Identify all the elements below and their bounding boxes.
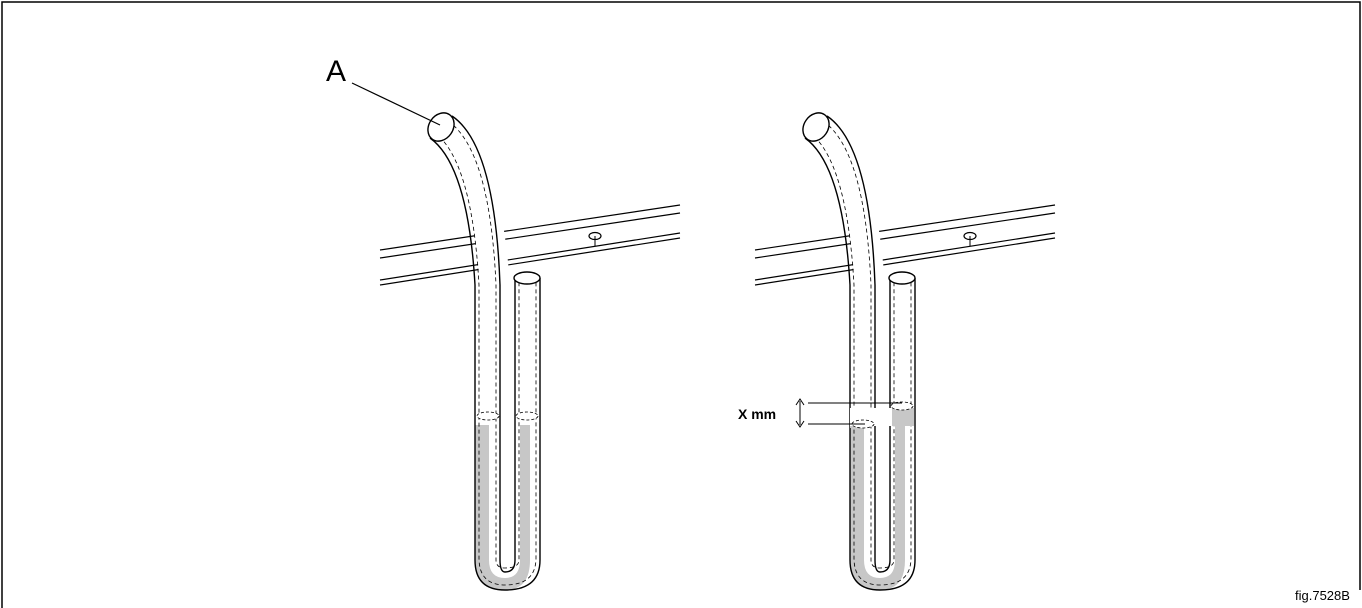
measure-label: X mm — [738, 406, 776, 422]
callout-a-leader — [351, 82, 441, 126]
liquid-level-high — [890, 401, 914, 411]
callout-a-label: A — [326, 55, 346, 88]
figure-id: fig.7528B — [1295, 588, 1350, 603]
measure-arrow-icon — [795, 398, 805, 428]
manometer-right — [755, 108, 1055, 590]
manometer-left — [380, 108, 680, 590]
liquid-level-left-leg — [476, 411, 500, 421]
liquid-level-right-leg — [515, 411, 539, 421]
